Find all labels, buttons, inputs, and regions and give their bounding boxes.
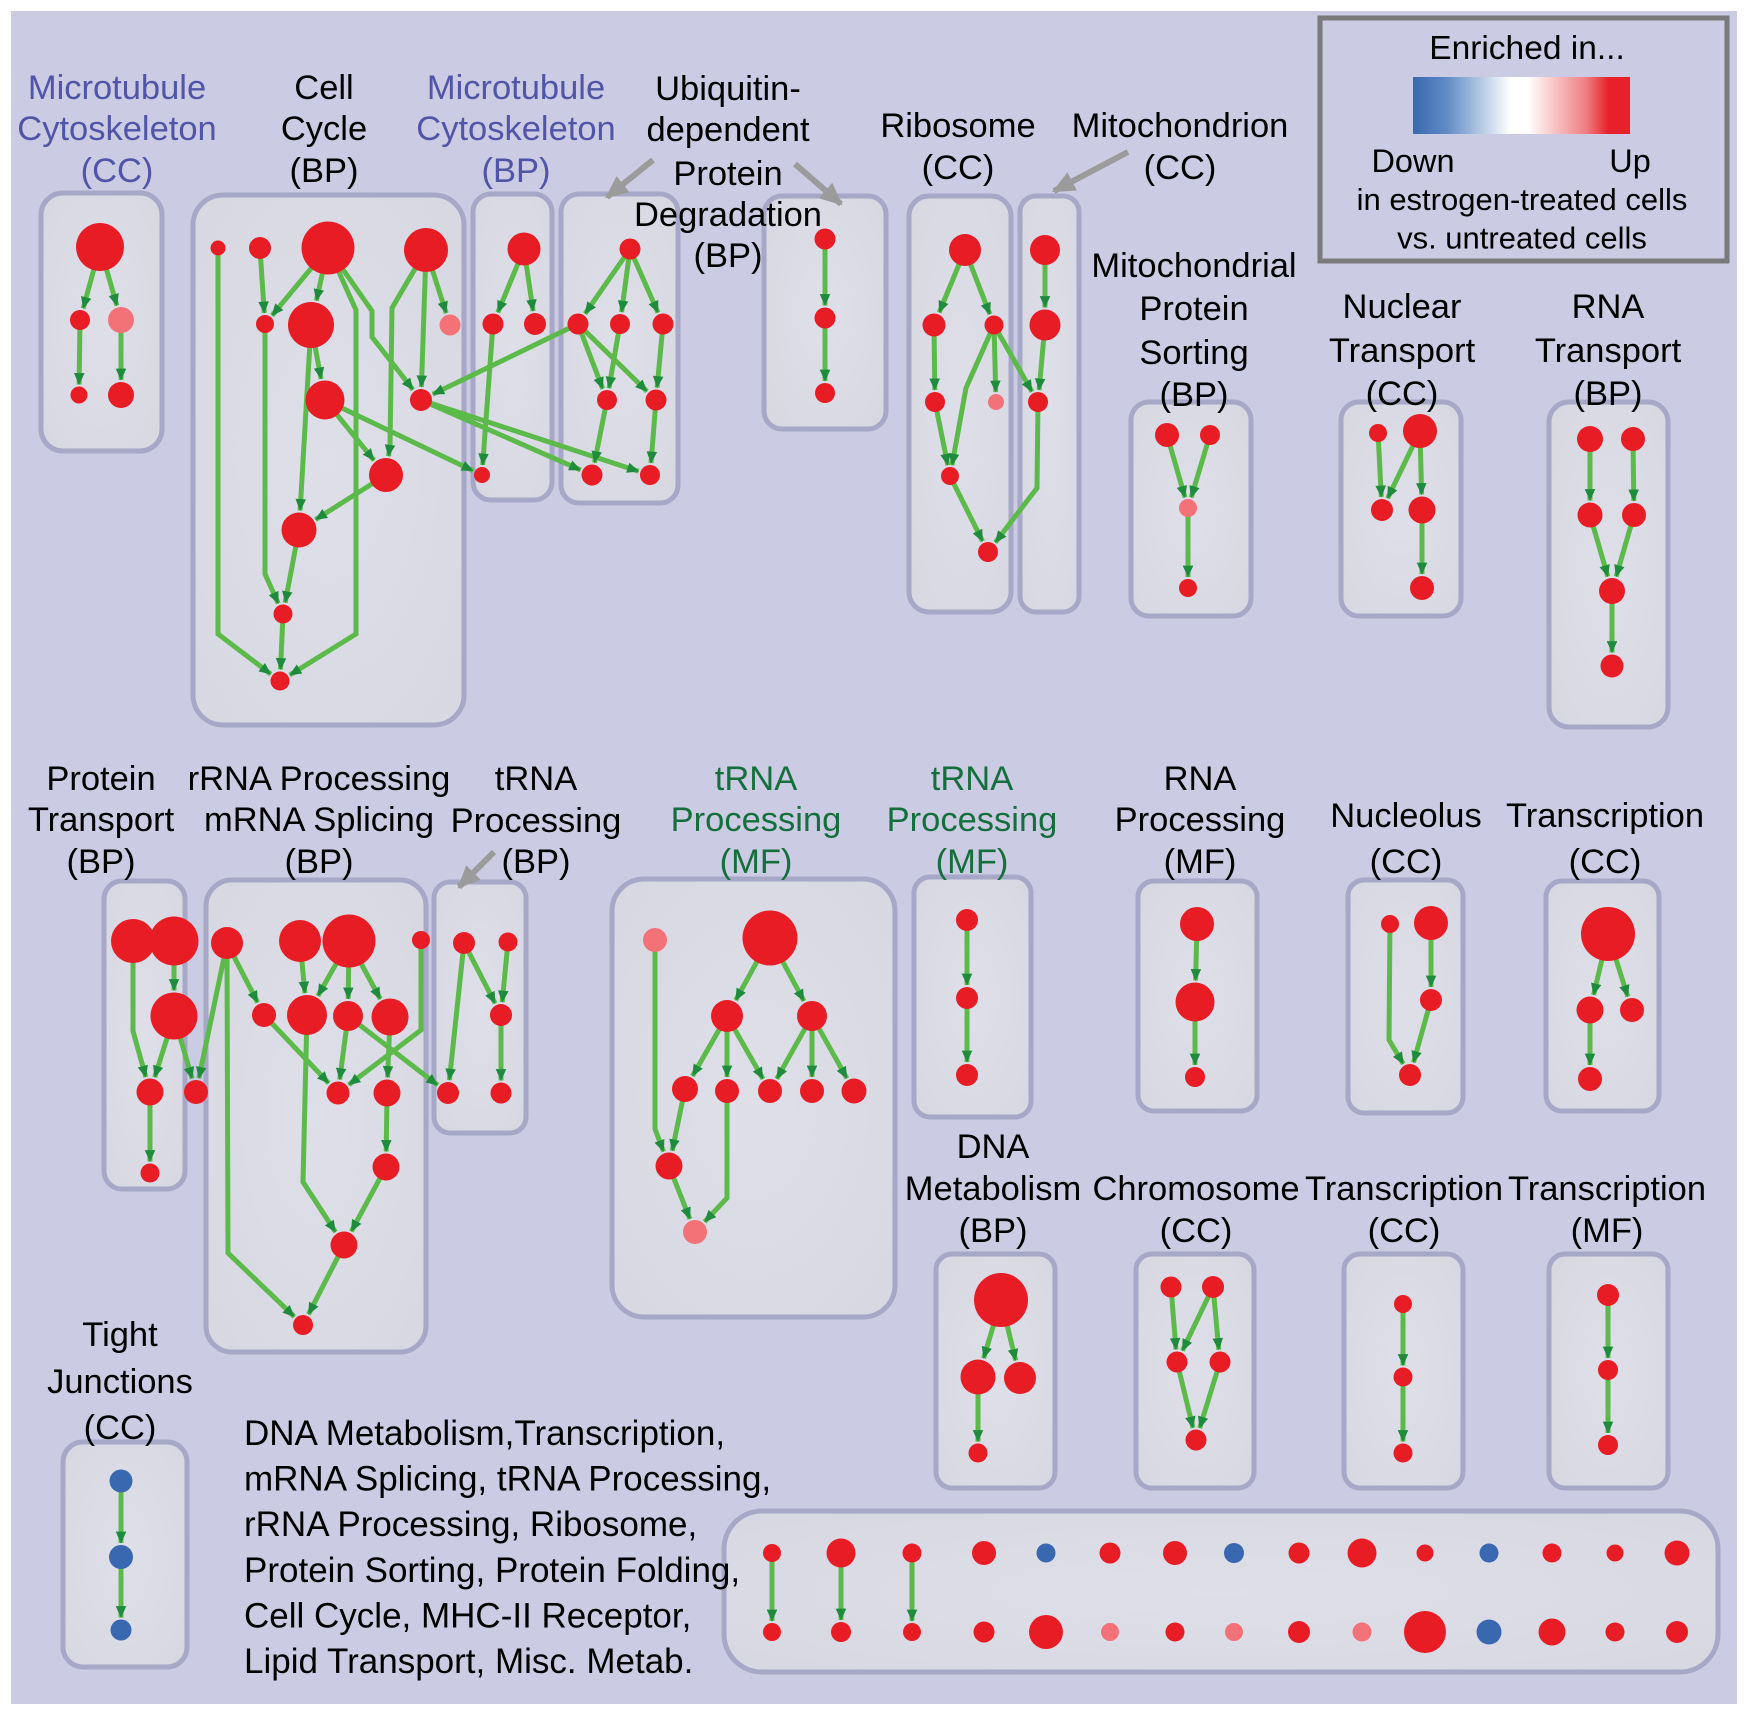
svg-text:Protein: Protein: [673, 155, 782, 193]
svg-text:(CC): (CC): [1144, 149, 1217, 187]
svg-text:(CC): (CC): [1569, 843, 1642, 881]
svg-text:tRNA: tRNA: [931, 760, 1013, 798]
svg-text:Processing: Processing: [671, 801, 842, 839]
svg-text:(MF): (MF): [1571, 1212, 1644, 1250]
svg-text:Protein: Protein: [1139, 290, 1248, 328]
svg-text:(BP): (BP): [1160, 376, 1229, 414]
svg-text:Processing: Processing: [1115, 801, 1286, 839]
svg-text:mRNA Splicing, tRNA Processing: mRNA Splicing, tRNA Processing,: [244, 1460, 771, 1499]
svg-text:Transport: Transport: [1535, 332, 1682, 370]
svg-text:(BP): (BP): [482, 152, 551, 190]
svg-text:RNA: RNA: [1572, 288, 1645, 326]
svg-text:Microtubule: Microtubule: [427, 69, 605, 107]
svg-text:in estrogen-treated cells: in estrogen-treated cells: [1357, 182, 1688, 217]
svg-text:Protein: Protein: [46, 760, 155, 798]
svg-text:(BP): (BP): [502, 843, 571, 881]
svg-text:Mitochondrial: Mitochondrial: [1091, 247, 1296, 285]
svg-text:(BP): (BP): [285, 843, 354, 881]
svg-text:rRNA Processing: rRNA Processing: [188, 760, 451, 798]
svg-text:Transcription: Transcription: [1508, 1170, 1706, 1208]
svg-text:(MF): (MF): [936, 843, 1009, 881]
svg-text:(CC): (CC): [1370, 843, 1443, 881]
svg-text:Nucleolus: Nucleolus: [1330, 797, 1482, 835]
svg-text:(CC): (CC): [1368, 1212, 1441, 1250]
svg-text:Cell: Cell: [294, 69, 353, 107]
svg-text:Degradation: Degradation: [634, 196, 822, 234]
svg-text:Processing: Processing: [887, 801, 1058, 839]
svg-text:(BP): (BP): [1574, 375, 1643, 413]
svg-text:Transcription: Transcription: [1506, 797, 1704, 835]
svg-text:Enriched in...: Enriched in...: [1429, 30, 1625, 67]
svg-text:rRNA Processing, Ribosome,: rRNA Processing, Ribosome,: [244, 1505, 697, 1544]
svg-text:(CC): (CC): [84, 1409, 157, 1447]
svg-text:DNA: DNA: [957, 1128, 1030, 1166]
svg-text:Sorting: Sorting: [1139, 334, 1248, 372]
svg-text:Ubiquitin-: Ubiquitin-: [655, 70, 801, 108]
svg-text:Cytoskeleton: Cytoskeleton: [17, 110, 216, 148]
svg-text:Protein Sorting, Protein Foldi: Protein Sorting, Protein Folding,: [244, 1551, 740, 1590]
svg-text:dependent: dependent: [646, 111, 809, 149]
svg-text:Junctions: Junctions: [47, 1363, 193, 1401]
svg-text:(CC): (CC): [1366, 375, 1439, 413]
svg-text:(CC): (CC): [922, 149, 995, 187]
svg-text:(BP): (BP): [959, 1212, 1028, 1250]
svg-text:mRNA Splicing: mRNA Splicing: [204, 801, 434, 839]
svg-text:Nuclear: Nuclear: [1343, 288, 1462, 326]
svg-text:RNA: RNA: [1164, 760, 1237, 798]
svg-text:Up: Up: [1609, 143, 1651, 179]
svg-text:Tight: Tight: [82, 1316, 158, 1354]
svg-text:(MF): (MF): [720, 843, 793, 881]
svg-text:tRNA: tRNA: [715, 760, 797, 798]
svg-text:Transport: Transport: [28, 801, 175, 839]
svg-text:Metabolism: Metabolism: [905, 1170, 1081, 1208]
svg-text:(BP): (BP): [67, 843, 136, 881]
svg-text:Down: Down: [1371, 143, 1454, 179]
svg-text:(MF): (MF): [1164, 843, 1237, 881]
svg-text:Cytoskeleton: Cytoskeleton: [416, 110, 615, 148]
svg-text:Transport: Transport: [1329, 332, 1476, 370]
svg-text:(CC): (CC): [81, 152, 154, 190]
svg-text:Cell Cycle, MHC-II Receptor,: Cell Cycle, MHC-II Receptor,: [244, 1596, 691, 1635]
svg-text:(BP): (BP): [290, 152, 359, 190]
svg-text:vs. untreated cells: vs. untreated cells: [1397, 221, 1647, 256]
svg-text:(BP): (BP): [694, 237, 763, 275]
svg-text:Processing: Processing: [451, 802, 622, 840]
svg-text:Cycle: Cycle: [281, 110, 367, 148]
svg-text:Mitochondrion: Mitochondrion: [1072, 107, 1289, 145]
svg-text:Lipid Transport, Misc. Metab.: Lipid Transport, Misc. Metab.: [244, 1642, 693, 1681]
svg-text:Ribosome: Ribosome: [880, 107, 1035, 145]
svg-text:Transcription: Transcription: [1305, 1170, 1503, 1208]
svg-text:Chromosome: Chromosome: [1092, 1170, 1299, 1208]
svg-text:tRNA: tRNA: [495, 760, 577, 798]
svg-text:DNA Metabolism,Transcription,: DNA Metabolism,Transcription,: [244, 1414, 725, 1453]
svg-text:Microtubule: Microtubule: [28, 69, 206, 107]
svg-text:(CC): (CC): [1160, 1212, 1233, 1250]
